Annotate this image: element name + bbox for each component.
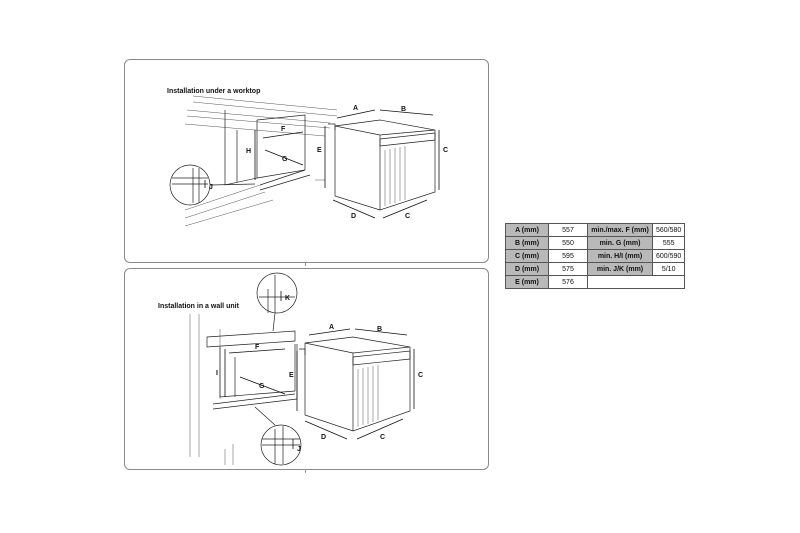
panel-connector: [305, 262, 306, 266]
label-d-wall: D: [321, 434, 326, 441]
label-f-wall: F: [255, 344, 260, 351]
dimension-i-wall: I: [216, 349, 226, 397]
dimension-d: D: [332, 199, 376, 220]
dimension-a: A: [336, 105, 376, 119]
label-g: G: [282, 156, 288, 163]
detail-j-circle-wall: J: [254, 406, 302, 466]
dimension-b: B: [379, 106, 434, 116]
dimension-a-wall: A: [308, 324, 351, 336]
dimension-g: G: [264, 149, 304, 166]
table-cell-key: C (mm): [505, 249, 549, 263]
table-cell-key: B (mm): [505, 236, 549, 250]
table-cell-key: min. G (mm): [587, 236, 653, 250]
label-j: J: [209, 184, 213, 191]
dimension-c: C: [438, 130, 448, 190]
table-cell-value: 575: [548, 262, 588, 276]
dimension-e: E: [317, 126, 326, 188]
label-b: B: [401, 106, 406, 113]
table-cell-key: E (mm): [505, 275, 549, 289]
table-cell-key: D (mm): [505, 262, 549, 276]
table-row: E (mm) 576: [505, 275, 686, 289]
table-row: B (mm) 550 min. G (mm) 555: [505, 236, 686, 250]
label-g-wall: G: [259, 383, 265, 390]
table-cell-empty: [586, 275, 686, 289]
table-cell-value: 550: [548, 236, 588, 250]
table-cell-value: 576: [548, 275, 588, 289]
table-cell-value: 555: [651, 236, 686, 250]
label-e: E: [317, 147, 322, 154]
worktop-cabinet-lines: [184, 95, 338, 227]
label-f: F: [281, 126, 286, 133]
label-c-lower-wall: C: [380, 434, 385, 441]
dimension-c-lower: C: [382, 199, 428, 220]
label-c-lower: C: [405, 213, 410, 220]
dimension-c-lower-wall: C: [356, 418, 404, 441]
label-b-wall: B: [377, 326, 382, 333]
dimensions-table: A (mm) 557 min./max. F (mm) 560/580 B (m…: [505, 223, 686, 289]
table-row: A (mm) 557 min./max. F (mm) 560/580: [505, 223, 686, 237]
table-cell-key: min. H/I (mm): [587, 249, 653, 263]
worktop-panel-title: Installation under a worktop: [167, 88, 261, 95]
detail-j-circle: J: [169, 164, 256, 206]
dimension-g-wall: G: [239, 376, 286, 395]
dimension-d-wall: D: [304, 420, 348, 441]
label-c: C: [443, 147, 448, 154]
table-cell-value: 557: [548, 223, 588, 237]
dimension-f-wall: F: [228, 344, 286, 354]
label-h: H: [246, 148, 251, 155]
table-cell-key: min./max. F (mm): [587, 223, 653, 237]
table-row: D (mm) 575 min. J/K (mm) 5/10: [505, 262, 686, 276]
label-j-wall: J: [297, 446, 301, 453]
wall-cabinet-lines: [189, 314, 298, 465]
panel-bottom-tick: [305, 469, 306, 473]
wall-unit-installation-panel: Installation in a wall unit F G: [124, 268, 489, 473]
table-row: C (mm) 595 min. H/I (mm) 600/590: [505, 249, 686, 263]
wall-unit-installation-drawing: F G I K J: [189, 272, 423, 466]
table-cell-value: 600/590: [651, 249, 686, 263]
dimension-c-wall: C: [413, 349, 423, 409]
table-cell-key: min. J/K (mm): [587, 262, 653, 276]
label-i-wall: I: [216, 370, 218, 377]
dimension-b-wall: B: [354, 326, 408, 336]
detail-k-circle: K: [256, 272, 298, 332]
wall-unit-panel-title: Installation in a wall unit: [158, 303, 239, 310]
label-e-wall: E: [289, 372, 294, 379]
dimension-h: H: [246, 130, 256, 180]
table-cell-value: 5/10: [651, 262, 686, 276]
worktop-installation-panel: Installation under a worktop F G: [124, 59, 489, 266]
oven-unit: [328, 119, 436, 211]
dimension-f: F: [262, 126, 304, 139]
table-cell-value: 560/580: [651, 223, 686, 237]
label-a: A: [353, 105, 358, 112]
table-cell-value: 595: [548, 249, 588, 263]
worktop-installation-drawing: F G H J: [169, 95, 448, 227]
label-a-wall: A: [329, 324, 334, 331]
label-d: D: [351, 213, 356, 220]
oven-unit-wall: [299, 336, 411, 432]
table-cell-key: A (mm): [505, 223, 549, 237]
label-c-wall: C: [418, 372, 423, 379]
dimension-e-wall: E: [289, 351, 298, 411]
label-k: K: [285, 295, 290, 302]
